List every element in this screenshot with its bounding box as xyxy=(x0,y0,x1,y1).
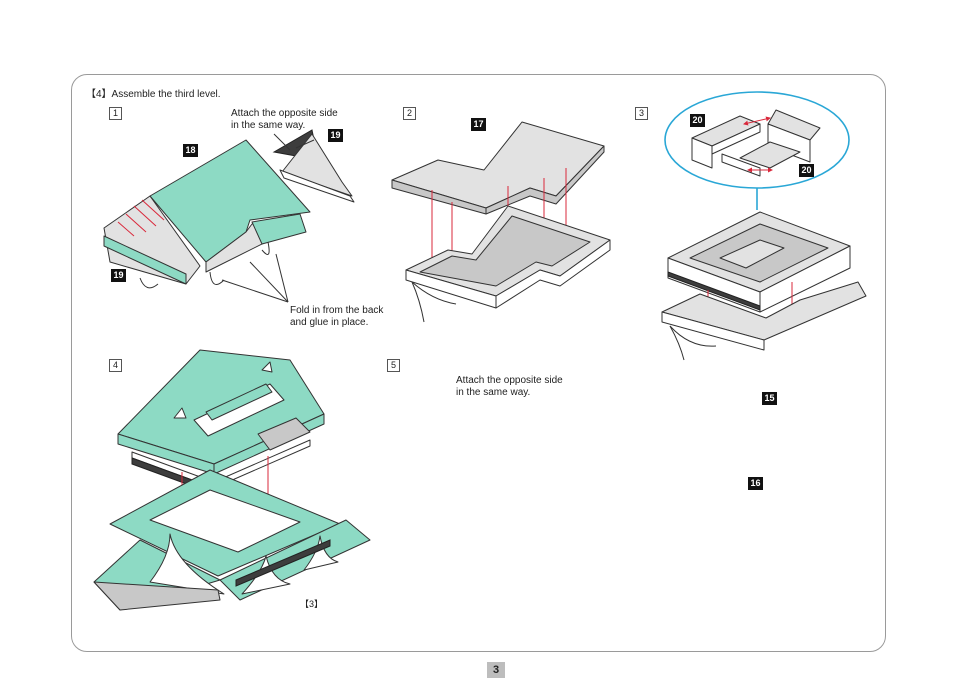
part-tag-18: 18 xyxy=(183,144,198,157)
step1-attach-note-line2: in the same way. xyxy=(231,120,306,131)
part-tag-20-left: 20 xyxy=(690,114,705,127)
step-number-1: 1 xyxy=(109,107,122,120)
step1-fold-note-line1: Fold in from the back xyxy=(290,305,384,316)
step-number-5: 5 xyxy=(387,359,400,372)
step1-roof-illustration xyxy=(103,129,355,303)
step4-assembly-illustration xyxy=(93,349,371,611)
step-number-2: 2 xyxy=(403,107,416,120)
instruction-frame xyxy=(71,74,886,652)
part-tag-19-bottom: 19 xyxy=(111,269,126,282)
step4-reference-label: 【3】 xyxy=(300,599,324,609)
part-tag-19-top: 19 xyxy=(328,129,343,142)
step5-attach-note-line2: in the same way. xyxy=(456,387,531,398)
step-number-4: 4 xyxy=(109,359,122,372)
part-tag-16: 16 xyxy=(748,477,763,490)
step2-roof-illustration xyxy=(391,121,611,323)
section-title: 【4】Assemble the third level. xyxy=(86,89,221,100)
page-number: 3 xyxy=(487,662,505,678)
part-tag-17: 17 xyxy=(471,118,486,131)
step-number-3: 3 xyxy=(635,107,648,120)
part-tag-15: 15 xyxy=(762,392,777,405)
step1-attach-note-line1: Attach the opposite side xyxy=(231,108,338,119)
step3-assembly-illustration xyxy=(661,91,867,361)
part-tag-20-right: 20 xyxy=(799,164,814,177)
step5-attach-note-line1: Attach the opposite side xyxy=(456,375,563,386)
step1-fold-note-line2: and glue in place. xyxy=(290,317,369,328)
